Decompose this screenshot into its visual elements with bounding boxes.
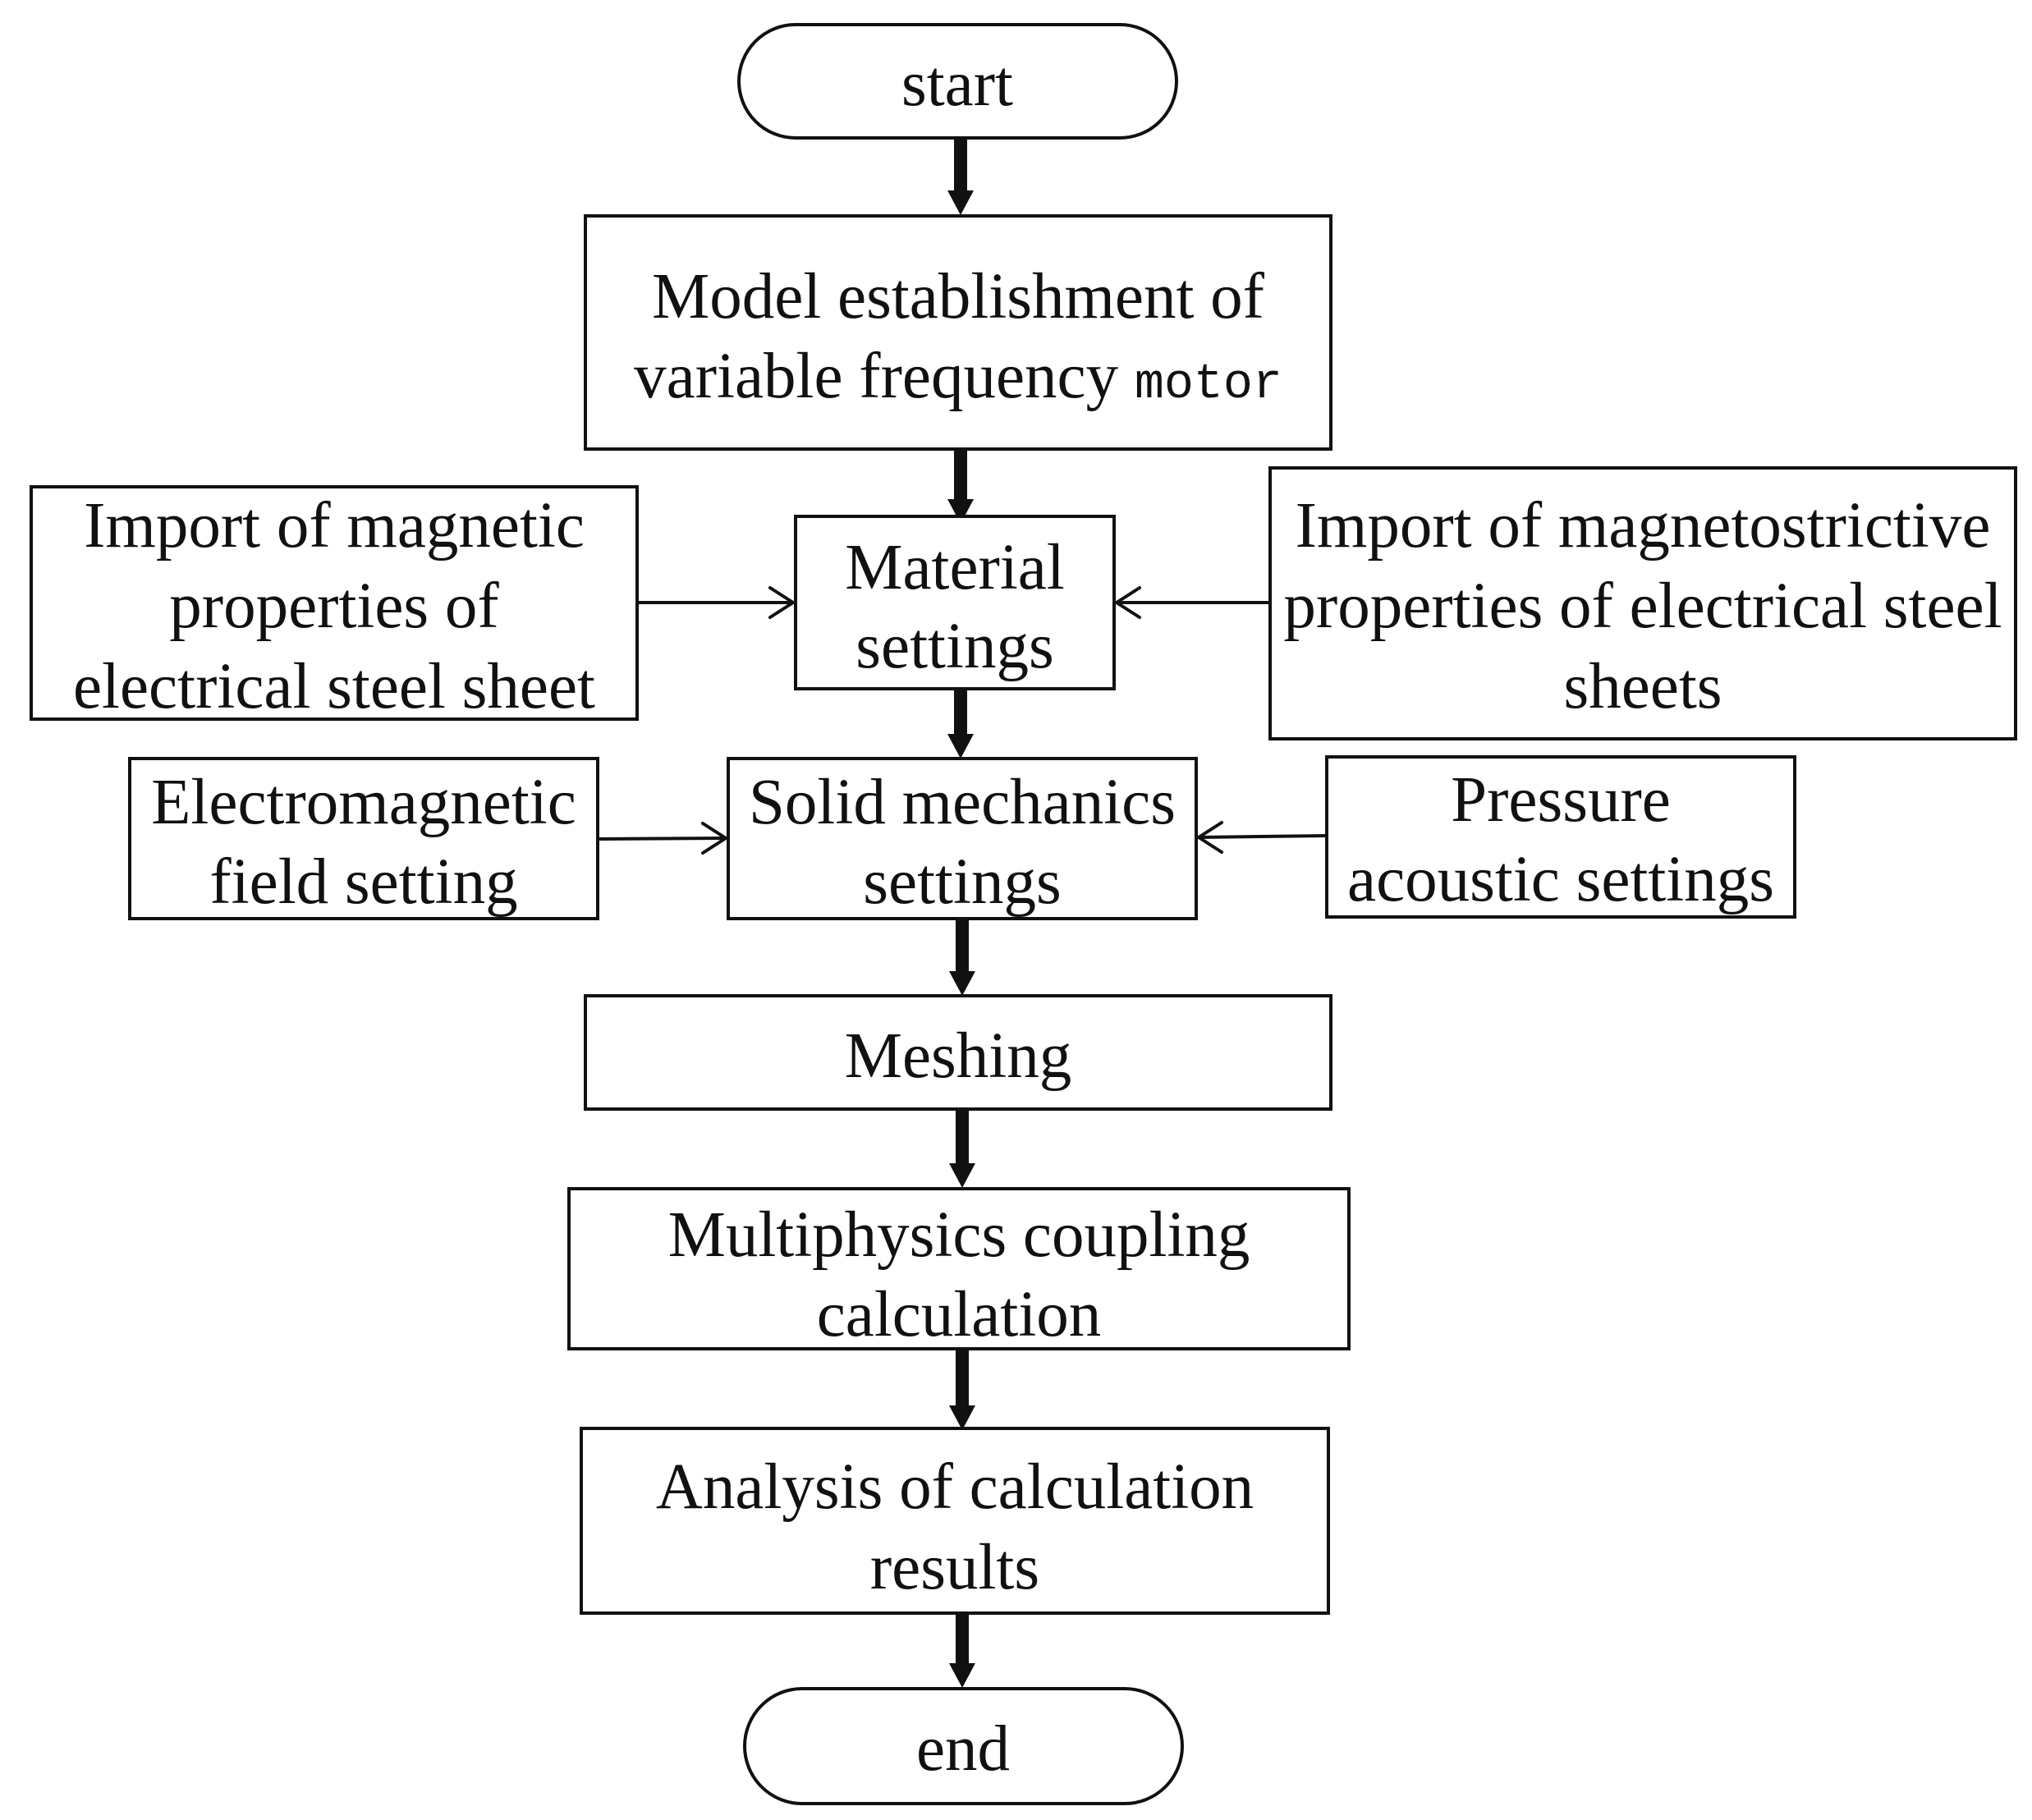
meshing-label: Meshing <box>845 1020 1072 1092</box>
model-establishment-box: Model establishment of variable frequenc… <box>584 214 1332 451</box>
arrow-analysis-to-end <box>949 1613 975 1688</box>
arrow-model-to-material <box>947 449 974 524</box>
model-label-motor: motor <box>1135 357 1282 413</box>
magnetic-import-line-3: electrical steel sheet <box>73 651 595 722</box>
magnetic-import-line-1: Import of magnetic <box>84 490 585 562</box>
arrow-meshing-to-multiphysics <box>949 1109 975 1188</box>
arrow-electromagnetic-to-solid <box>597 822 727 855</box>
model-label-line-2-text: variable frequency <box>634 341 1135 412</box>
magnetic-properties-import-box: Import of magnetic properties of electri… <box>30 485 639 722</box>
end-terminal: end <box>743 1687 1184 1805</box>
arrow-pressure-to-solid <box>1197 821 1328 854</box>
start-label: start <box>901 48 1013 120</box>
magnetic-import-line-2: properties of <box>169 571 499 642</box>
magnetostrictive-import-line-3: sheets <box>1563 651 1722 722</box>
solid-label-line-2: settings <box>863 846 1061 918</box>
arrow-magnetostrictive-import-to-material <box>1115 586 1270 619</box>
solid-mechanics-settings-box: Solid mechanics settings <box>727 757 1198 920</box>
analysis-label-line-2: results <box>870 1532 1039 1603</box>
magnetostrictive-import-line-1: Import of magnetostrictive <box>1296 490 1991 562</box>
electromagnetic-label-line-2: field setting <box>209 846 517 918</box>
end-label: end <box>916 1713 1010 1785</box>
material-settings-box: Material settings <box>794 515 1116 690</box>
solid-label-line-1: Solid mechanics <box>749 767 1176 838</box>
pressure-label-line-1: Pressure <box>1451 764 1671 836</box>
magnetostrictive-properties-import-box: Import of magnetostrictive properties of… <box>1268 466 2017 740</box>
arrow-multiphysics-to-analysis <box>949 1349 975 1430</box>
arrow-start-to-model <box>947 138 974 215</box>
analysis-of-results-box: Analysis of calculation results <box>580 1427 1330 1615</box>
pressure-label-line-2: acoustic settings <box>1347 844 1774 915</box>
arrow-solid-to-meshing <box>949 919 975 996</box>
multiphysics-coupling-calculation-box: Multiphysics coupling calculation <box>567 1187 1351 1350</box>
multiphysics-label-line-1: Multiphysics coupling <box>668 1199 1250 1271</box>
material-label-line-2: settings <box>855 611 1053 682</box>
multiphysics-label-line-2: calculation <box>817 1279 1102 1350</box>
material-label-line-1: Material <box>845 532 1065 603</box>
analysis-label-line-1: Analysis of calculation <box>656 1451 1254 1523</box>
start-terminal: start <box>737 23 1178 140</box>
electromagnetic-field-setting-box: Electromagnetic field setting <box>128 757 599 920</box>
model-label-line-2: variable frequency motor <box>634 341 1282 413</box>
model-label-line-1: Model establishment of <box>652 261 1265 332</box>
arrow-material-to-solid <box>947 689 974 759</box>
arrow-magnetic-import-to-material <box>637 586 795 619</box>
electromagnetic-label-line-1: Electromagnetic <box>151 767 576 838</box>
pressure-acoustic-settings-box: Pressure acoustic settings <box>1325 755 1796 919</box>
meshing-box: Meshing <box>584 994 1332 1111</box>
magnetostrictive-import-line-2: properties of electrical steel <box>1283 571 2002 642</box>
